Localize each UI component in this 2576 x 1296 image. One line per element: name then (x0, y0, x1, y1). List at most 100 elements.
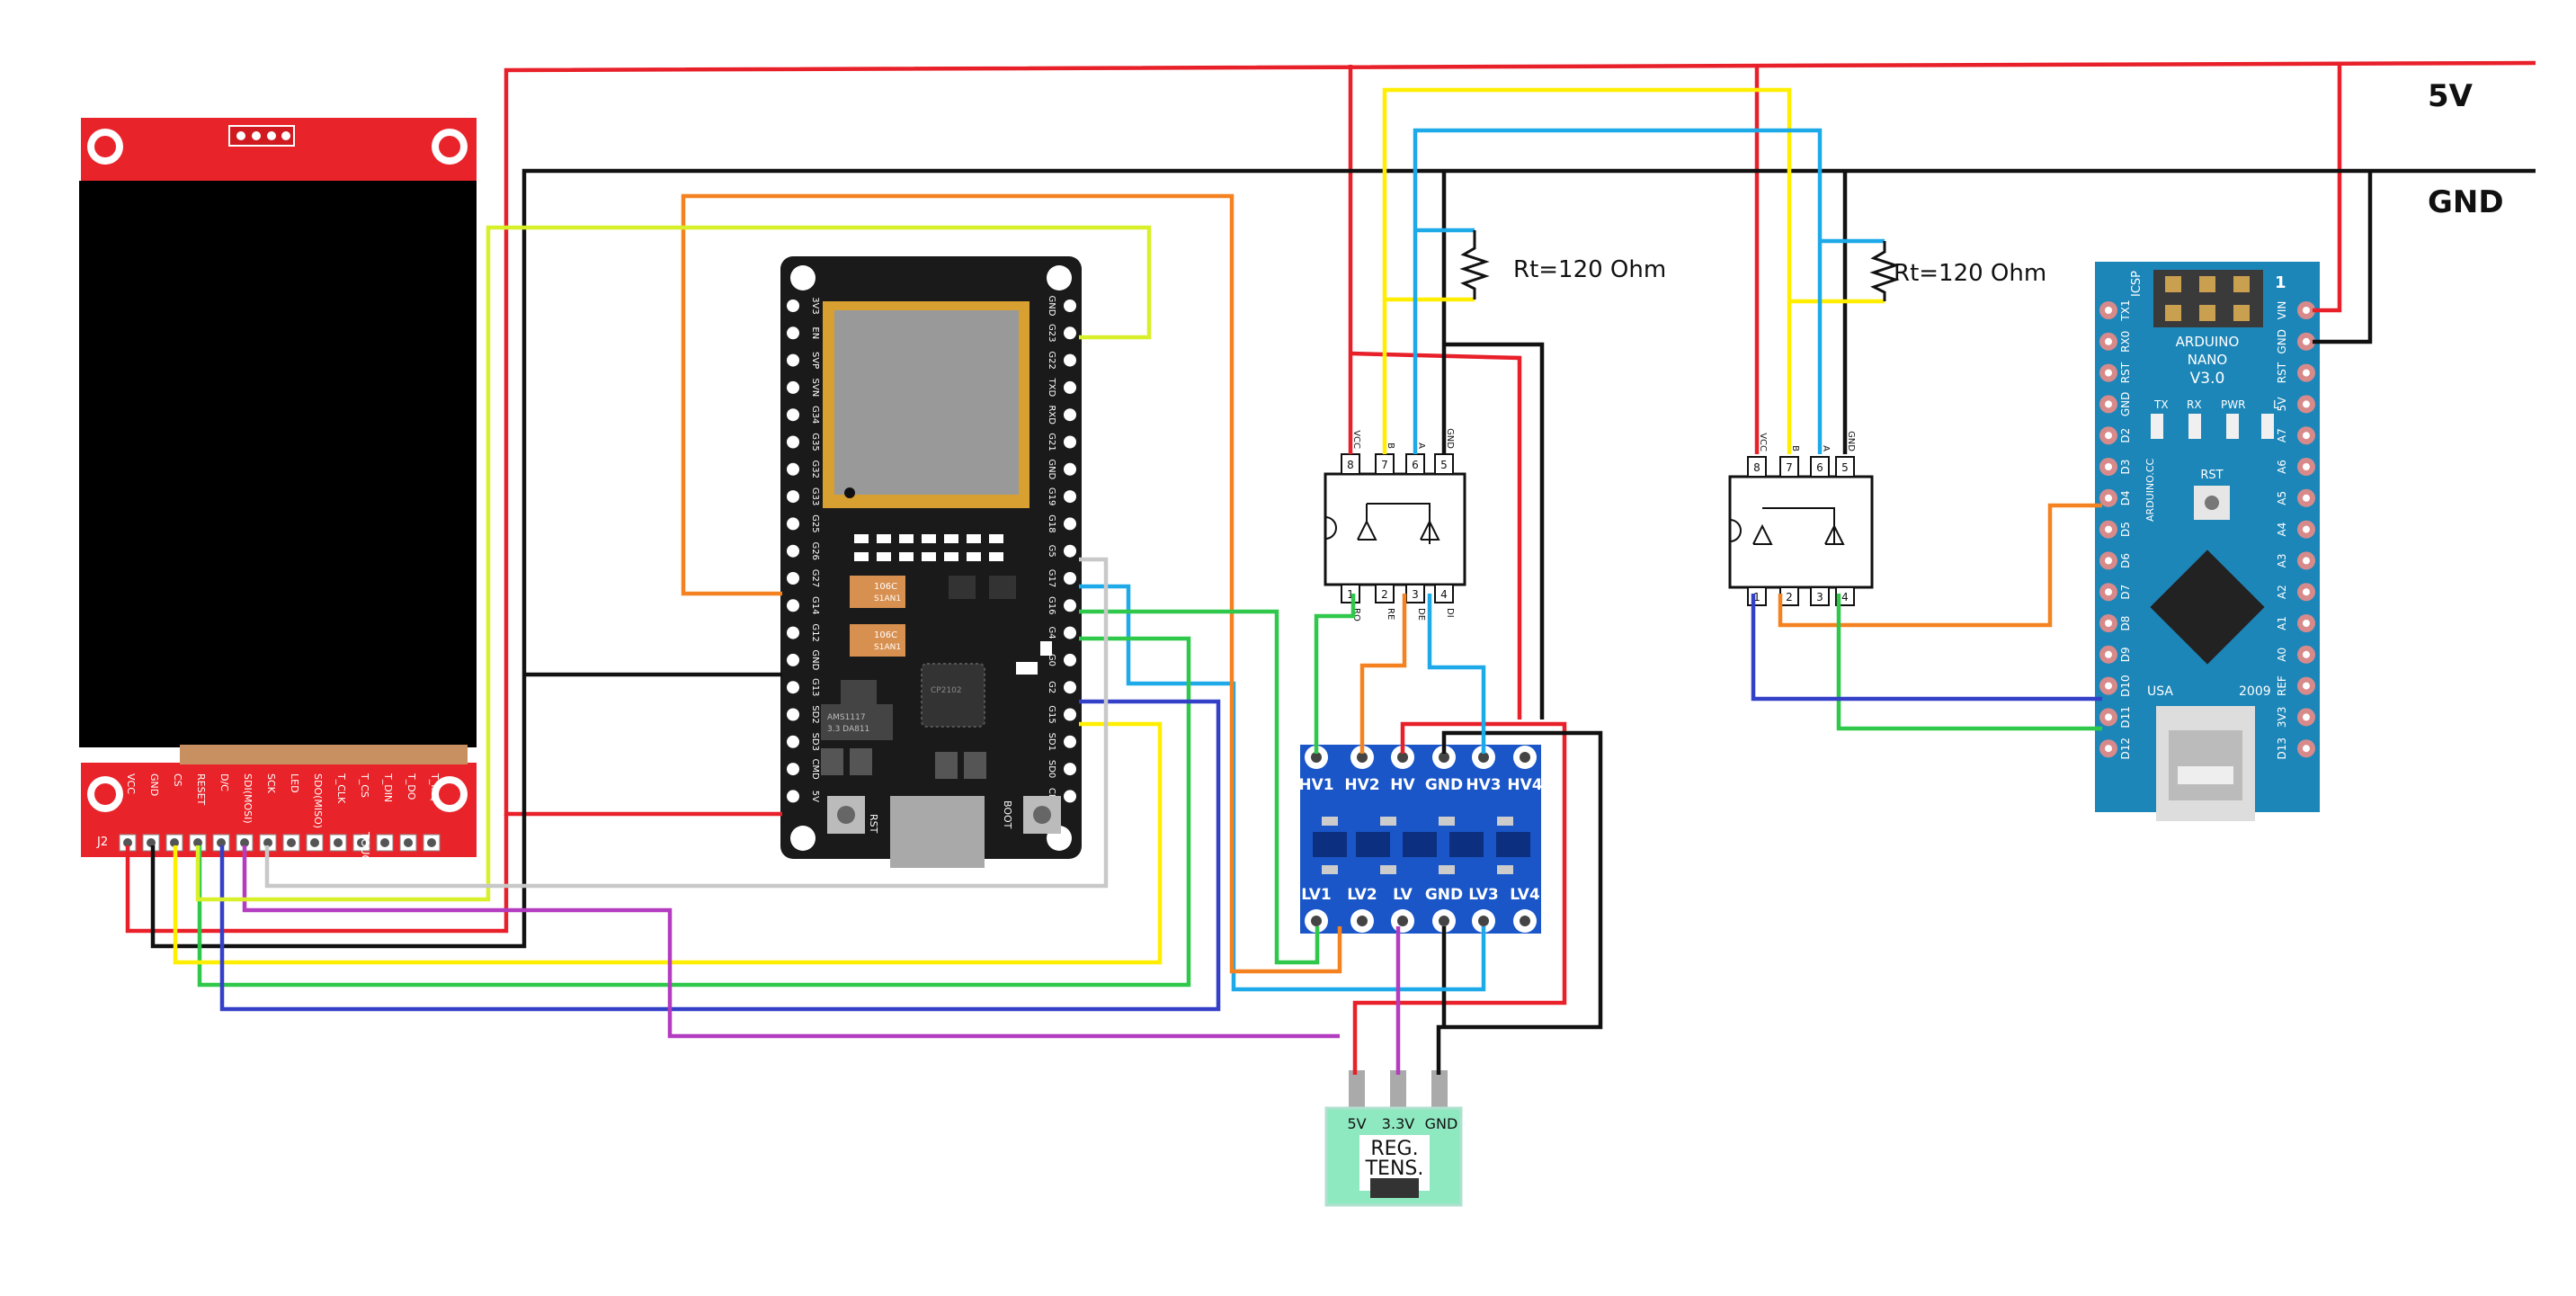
usb-uart-chip (921, 663, 985, 728)
wire-orange-esp-g27 (681, 193, 1342, 974)
nano-pin-hole (2105, 400, 2112, 408)
svg-text:RST: RST (2200, 469, 2223, 482)
esp32-pin-label: GND (1047, 459, 1056, 479)
nano-pin-hole (2303, 307, 2310, 314)
tft-screen (79, 181, 477, 747)
esp32-pin-g35 (787, 435, 799, 449)
nano-pin-hole (2105, 650, 2112, 658)
svg-text:V3.0: V3.0 (2190, 370, 2225, 388)
tft-pin-hole (334, 838, 343, 847)
esp32-pin-g22 (1064, 353, 1076, 367)
ic-pin-name: A (1416, 442, 1426, 449)
tft-pin-label: VCC (125, 773, 137, 794)
ic-pin-name: A (1821, 445, 1831, 451)
ic-pin-name: B (1790, 445, 1800, 451)
esp32-pin-label: SVN (810, 379, 820, 398)
esp32-pin-label: G5 (1047, 545, 1056, 558)
ic-pin-number: 6 (1412, 459, 1419, 471)
ls-pin-hole (1397, 752, 1408, 763)
esp32-pin-label: SD3 (810, 733, 820, 751)
nano-pin-label: D8 (2119, 616, 2132, 631)
ls-pin-label: LV4 (1510, 886, 1540, 904)
tft-pin-label: T_CS (359, 773, 370, 798)
nano-pin-hole (2105, 463, 2112, 470)
esp32-pin-g25 (787, 517, 799, 531)
wire-blue-esp-tft (219, 699, 1221, 1012)
ls-pin-label: HV4 (1507, 776, 1542, 794)
esp32-pin-g14 (787, 599, 799, 612)
esp32-pin-label: G35 (810, 433, 820, 451)
ls-pin-hole (1357, 752, 1368, 763)
ic-pin-number: 5 (1841, 461, 1849, 474)
esp32-pin-label: G4 (1047, 627, 1056, 639)
ls-pin-hole (1357, 916, 1368, 926)
wire-red-loop-ls (1350, 351, 1522, 720)
svg-text:3.3 DA811: 3.3 DA811 (827, 725, 869, 734)
esp32-pin-gnd (1064, 299, 1076, 312)
tft-pin-hole (170, 838, 179, 847)
ic-pin-number: 1 (1347, 588, 1354, 601)
capacitor-2 (850, 624, 905, 657)
nano-pin-hole (2105, 713, 2112, 721)
esp32-pin-3v3 (787, 299, 799, 312)
svg-text:RST: RST (868, 814, 879, 834)
esp32-pin-g34 (787, 408, 799, 422)
wire-red-tft-vcc (125, 814, 509, 934)
esp32-pin-g23 (1064, 326, 1076, 340)
esp32-pin-label: G18 (1047, 514, 1056, 532)
nano-pin-hole (2303, 650, 2310, 658)
wire-cyan-bus-a (1413, 128, 1823, 454)
nano-pin-hole (2105, 432, 2112, 440)
esp32-pin-label: G27 (810, 569, 820, 587)
svg-text:AMS1117: AMS1117 (827, 713, 866, 722)
nano-pin-label: 3V3 (2276, 707, 2288, 728)
wire-green-esp-tft (197, 636, 1191, 988)
tft-pin-label: T_DO (406, 773, 417, 800)
nano-pin-hole (2105, 620, 2112, 627)
ls-pin-hole (1520, 916, 1530, 926)
nano-pin-label: A5 (2276, 491, 2288, 505)
svg-text:2009: 2009 (2239, 684, 2271, 699)
esp32-pin-txd (1064, 380, 1076, 394)
ls-pin-hole (1478, 916, 1489, 926)
wire-lime-esp-tft (195, 225, 1152, 902)
esp32-pin-gnd (1064, 462, 1076, 476)
ls-pin-label: GND (1425, 776, 1463, 794)
esp32-pin-label: G21 (1047, 433, 1056, 451)
nano-pin-label: D10 (2119, 675, 2132, 697)
esp32-pin-label: SD0 (1047, 760, 1056, 778)
wire-black-nano-gnd (2313, 171, 2373, 344)
nano-pin-hole (2105, 494, 2112, 502)
nano-pin-label: A3 (2276, 553, 2288, 568)
reg-label-2: TENS. (1365, 1157, 1424, 1180)
wire-red-ls-hv (1352, 721, 1567, 1075)
ls-pin-hole (1439, 752, 1449, 763)
svg-text:ARDUINO: ARDUINO (2176, 334, 2240, 350)
esp32-pin-label: G26 (810, 541, 820, 559)
ic-pin-number: 7 (1381, 459, 1388, 471)
nano-pin-hole (2303, 369, 2310, 377)
nano-pin-hole (2105, 337, 2112, 345)
ic-pin-number: 3 (1816, 591, 1823, 603)
esp32-pin-label: G14 (810, 596, 820, 614)
nano-pin-label: RST (2119, 362, 2132, 383)
nano-pin-hole (2105, 369, 2112, 377)
esp32-pin-label: G17 (1047, 569, 1056, 587)
voltage-regulator: 5V 3.3V GND REG. TENS. (1324, 1070, 1463, 1207)
capacitor-1 (850, 576, 905, 608)
svg-text:NANO: NANO (2188, 352, 2228, 368)
esp32-pin-label: G12 (810, 623, 820, 641)
nano-pin-label: D4 (2119, 490, 2132, 505)
wire-green-tl-ls (1314, 594, 1356, 754)
nano-pin-hole (2105, 525, 2112, 533)
esp32-pin-clk (1064, 790, 1076, 803)
svg-text:TX: TX (2153, 398, 2169, 411)
nano-pin-label: TX1 (2119, 299, 2132, 321)
wire-yellow-esp-tft (173, 721, 1163, 965)
nano-pin-label: D3 (2119, 460, 2132, 475)
wire-gray-esp-tft (264, 557, 1109, 889)
